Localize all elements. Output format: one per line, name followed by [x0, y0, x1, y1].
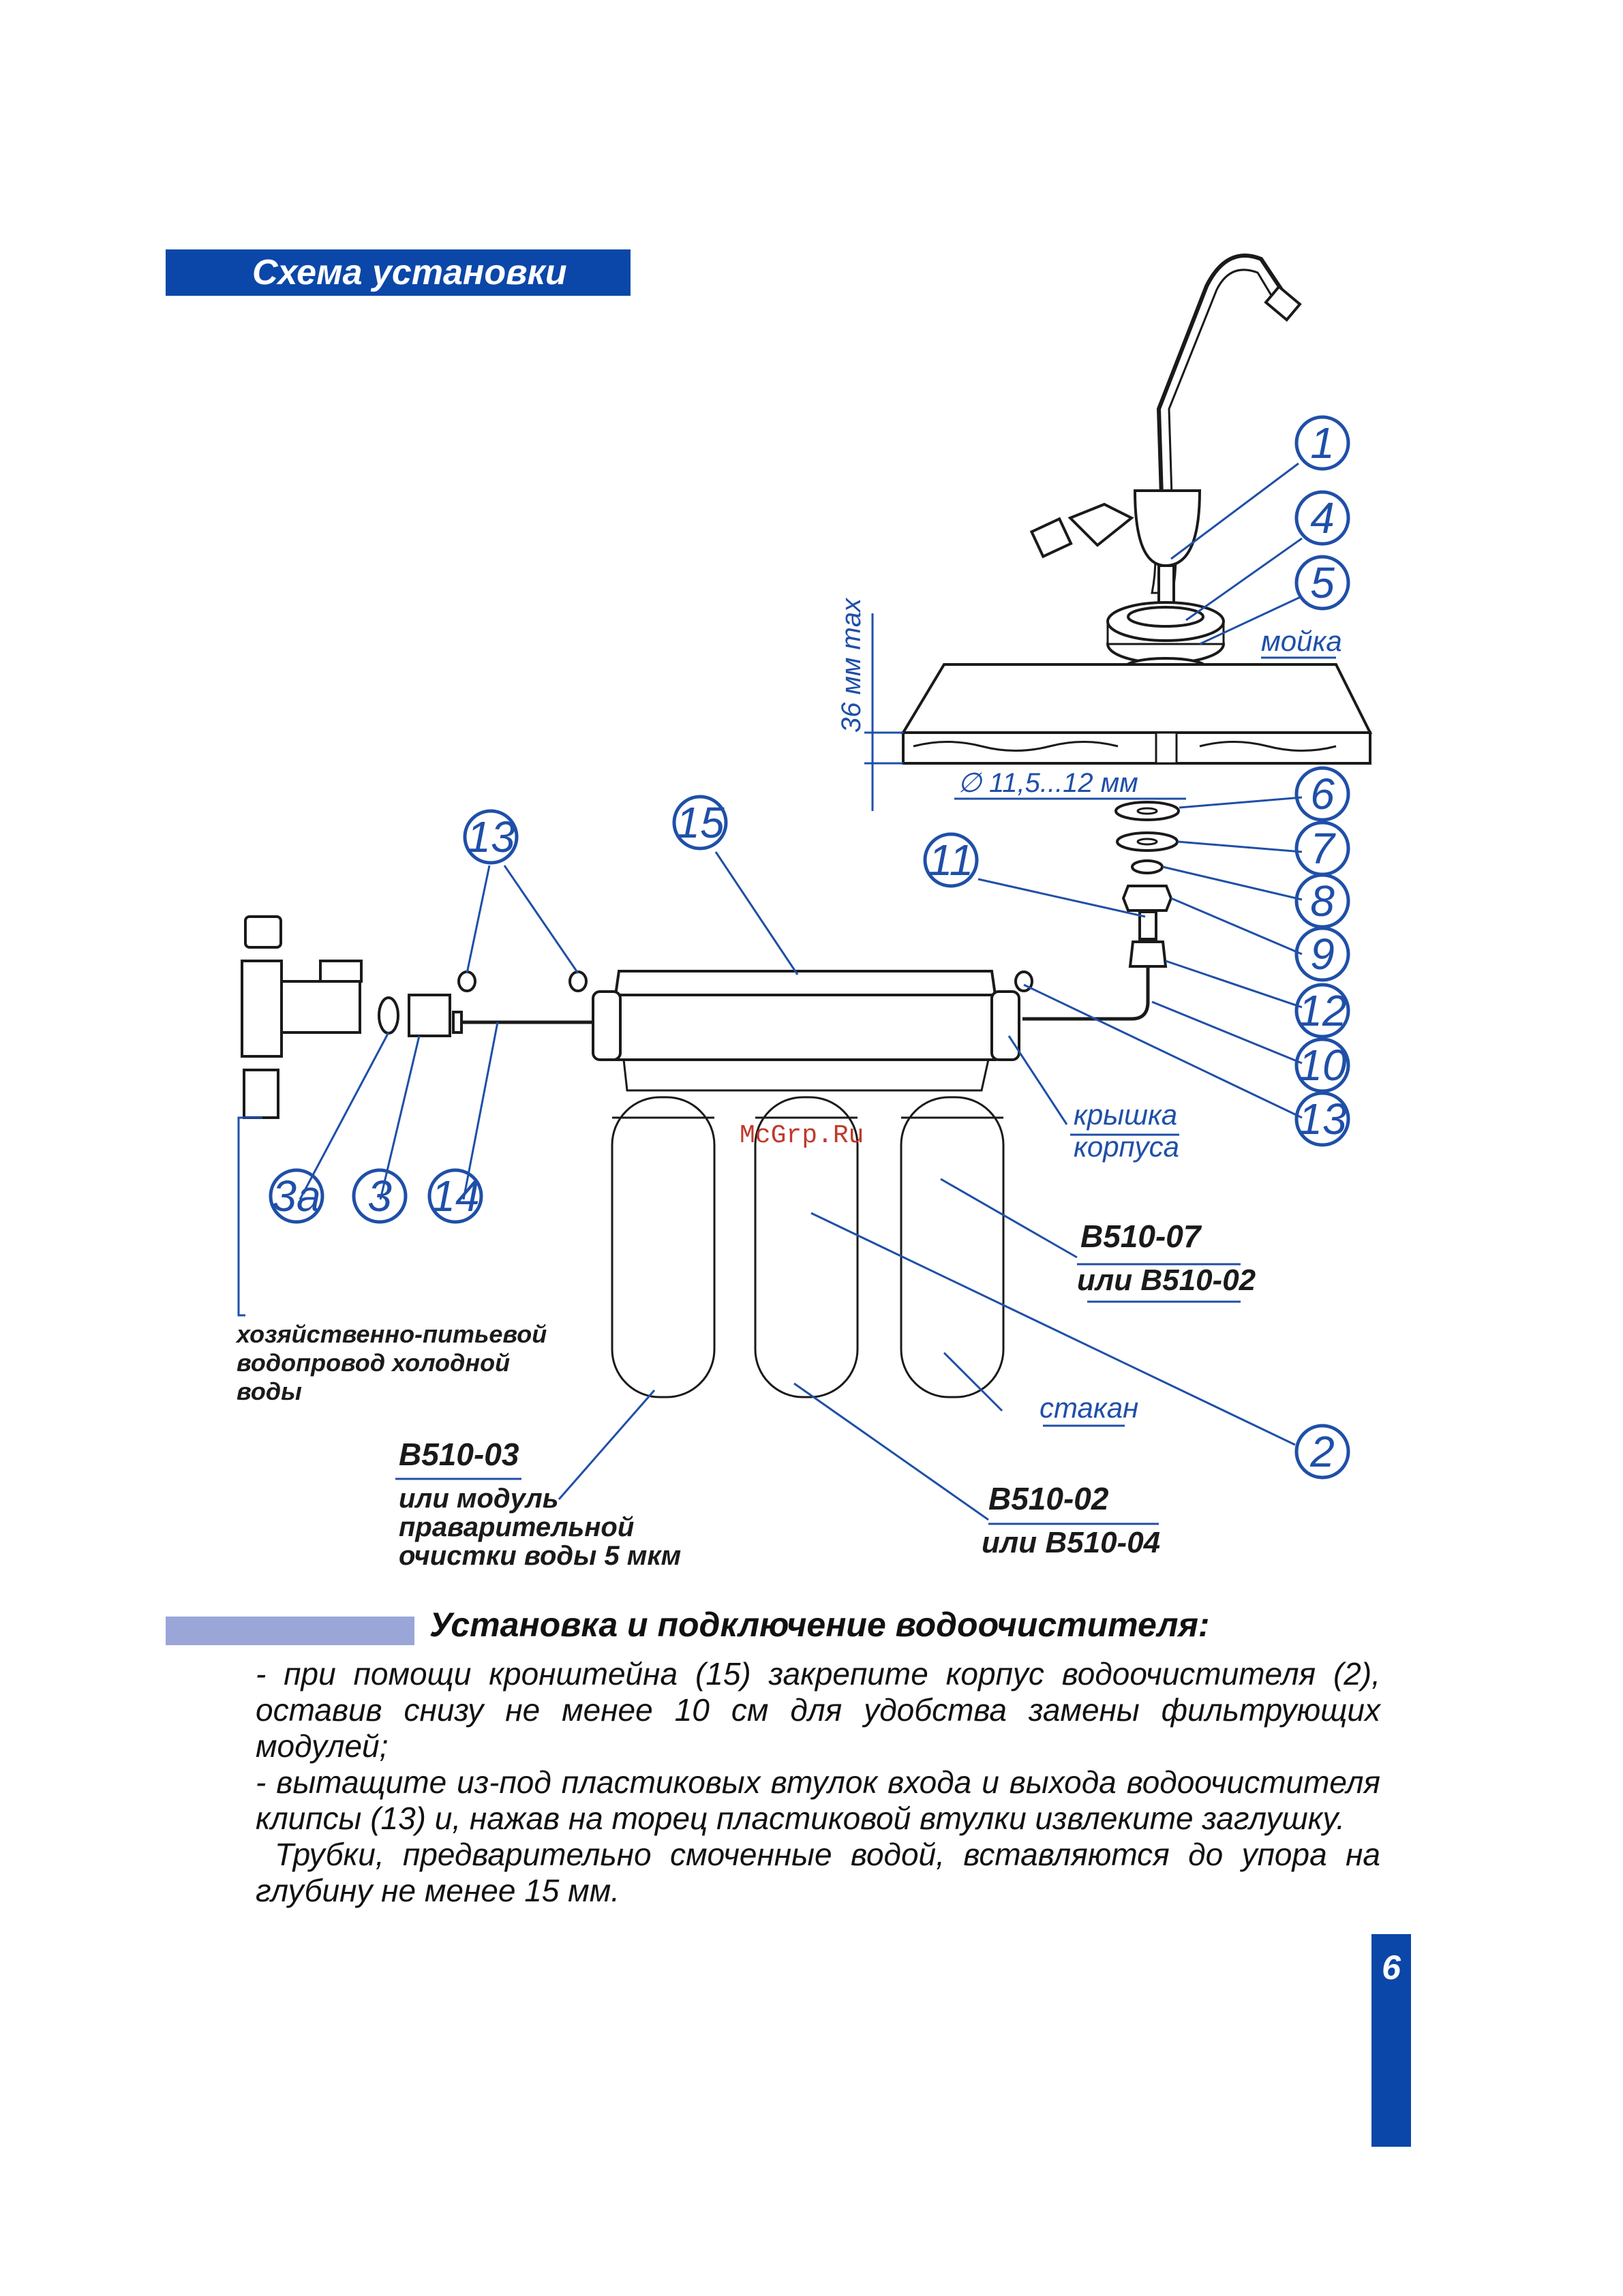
module-right-label: В510-07 [1080, 1219, 1202, 1254]
svg-text:13: 13 [1298, 1095, 1347, 1144]
instructions-bar [166, 1617, 414, 1645]
svg-text:1: 1 [1310, 418, 1335, 468]
svg-text:12: 12 [1298, 986, 1346, 1035]
watermark: McGrp.Ru [740, 1121, 864, 1150]
cover-label-1: крышка [1074, 1099, 1177, 1131]
callout-10: 10 [1294, 1037, 1350, 1093]
callout-12: 12 [1294, 983, 1350, 1039]
callout-7: 7 [1294, 821, 1350, 876]
faucet [1029, 254, 1302, 615]
hole-diameter-label: ∅ 11,5...12 мм [958, 768, 1138, 798]
cup-label: стакан [1040, 1392, 1138, 1424]
module-left-alt-2: праварительной [399, 1512, 634, 1542]
callout-6: 6 [1294, 766, 1350, 822]
svg-text:3: 3 [367, 1172, 392, 1221]
instruction-paragraph-2: - вытащите из-под пластиковых втулок вхо… [256, 1764, 1380, 1836]
svg-text:9: 9 [1310, 930, 1335, 979]
module-right-alt: или В510-02 [1077, 1264, 1256, 1297]
callout-9: 9 [1294, 926, 1350, 982]
sink-label: мойка [1261, 625, 1342, 657]
instruction-paragraph-3: Трубки, предварительно смоченные водой, … [256, 1837, 1380, 1908]
instructions-title: Установка и подключение водоочистителя: [429, 1606, 1210, 1644]
instruction-paragraph-1: - при помощи кронштейна (15) закрепите к… [256, 1656, 1380, 1764]
supply-label-3: воды [237, 1377, 302, 1405]
callout-2: 2 [1294, 1424, 1350, 1480]
callout-13-right: 13 [1294, 1091, 1350, 1147]
svg-text:6: 6 [1310, 769, 1335, 818]
module-left-label: В510-03 [399, 1437, 519, 1472]
lower-washers [1114, 801, 1180, 968]
section-title: Схема установки [252, 253, 567, 292]
callout-4: 4 [1294, 490, 1350, 546]
filter-housing [592, 970, 1020, 1398]
inlet-valve [241, 915, 1033, 1119]
callout-11: 11 [923, 832, 979, 888]
callout-1: 1 [1294, 415, 1350, 471]
thickness-label: 36 мм max [836, 597, 866, 733]
page-number: 6 [1382, 1948, 1401, 1987]
leader-lines [237, 462, 1303, 1525]
module-left-alt-3: очистки воды 5 мкм [399, 1541, 681, 1571]
callout-5: 5 [1294, 555, 1350, 611]
svg-text:10: 10 [1298, 1041, 1347, 1090]
svg-text:3а: 3а [272, 1172, 320, 1221]
svg-text:11: 11 [928, 836, 973, 885]
supply-label-2: водопровод холодной [237, 1349, 510, 1377]
callout-8: 8 [1294, 873, 1350, 929]
supply-label-1: хозяйственно-питьевой [235, 1320, 547, 1348]
callout-14: 14 [427, 1168, 483, 1224]
instructions-body: - при помощи кронштейна (15) закрепите к… [256, 1656, 1380, 1909]
module-middle-alt: или В510-04 [982, 1526, 1160, 1559]
svg-text:4: 4 [1310, 493, 1335, 542]
svg-text:13: 13 [466, 812, 515, 861]
page-tab [1371, 1934, 1411, 2147]
svg-text:5: 5 [1310, 558, 1335, 607]
cover-label-2: корпуса [1074, 1131, 1179, 1163]
module-middle-label: В510-02 [988, 1481, 1109, 1516]
svg-text:8: 8 [1310, 876, 1335, 925]
svg-text:14: 14 [431, 1172, 479, 1221]
callout-15: 15 [672, 795, 728, 851]
svg-text:15: 15 [676, 798, 725, 847]
callout-13-left: 13 [463, 809, 519, 865]
svg-text:7: 7 [1310, 824, 1336, 873]
callout-3a: 3а [269, 1168, 324, 1224]
svg-text:2: 2 [1309, 1427, 1335, 1476]
module-left-alt-1: или модуль [399, 1484, 559, 1514]
section-banner [166, 249, 631, 296]
countertop [864, 613, 1373, 811]
callout-3: 3 [352, 1168, 408, 1224]
